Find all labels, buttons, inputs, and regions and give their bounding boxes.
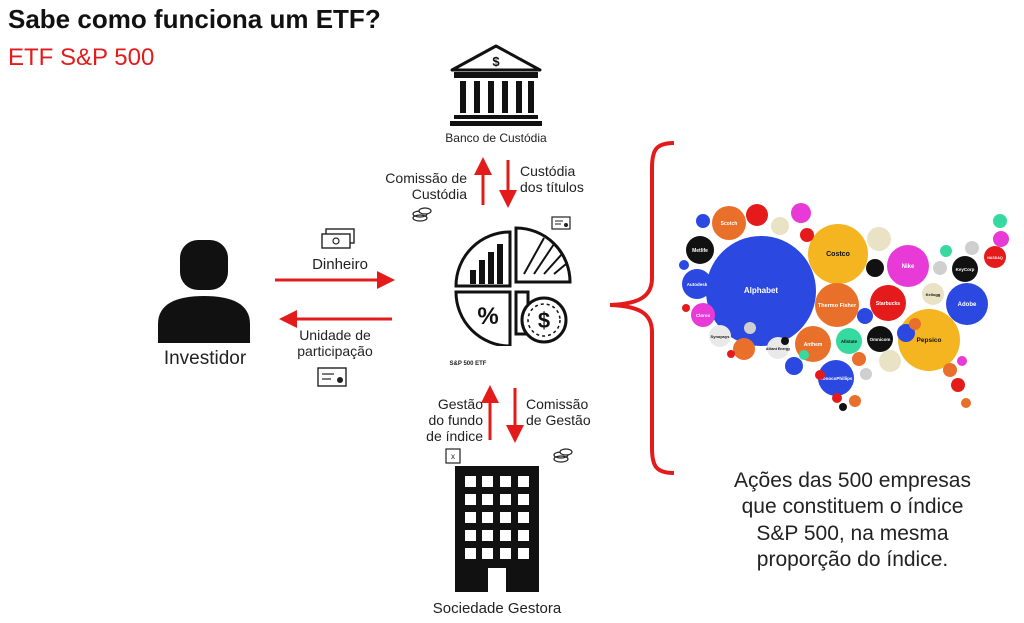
bubble-label: Clorox [696, 313, 711, 318]
page-subtitle: ETF S&P 500 [8, 44, 155, 71]
bank-icon: $ [450, 44, 542, 126]
bubble-label: Alliant Energy [766, 347, 790, 351]
svg-text:%: % [477, 303, 498, 330]
etf-label: S&P 500 ETF [449, 361, 487, 367]
bubble-label: Autodesk [687, 282, 708, 287]
bubble-label: Costco [826, 251, 850, 258]
bubble-label: Pepsico [917, 337, 942, 344]
money-label: Dinheiro [312, 256, 368, 273]
bubble-label: Omnicom [870, 337, 891, 342]
manager-label: Sociedade Gestora [432, 600, 562, 617]
bubbles-unnamed [679, 203, 1009, 411]
bubble-label: Adobe [958, 302, 977, 308]
bubble-label: Anthem [804, 342, 823, 348]
money-icon [321, 228, 355, 249]
bubble-label: Synopsys [711, 334, 731, 339]
bubble-label: Allstate [841, 339, 858, 344]
bubble-label: Alphabet [744, 286, 779, 295]
bubble-label: Nike [902, 264, 915, 270]
coins-icon [412, 207, 432, 222]
certificate-icon [551, 216, 571, 230]
bubble-label: KeyCorp [956, 267, 975, 272]
bubble-label: Metlife [692, 248, 708, 254]
bubble-label: Scotch [721, 221, 738, 227]
bubble-label: Thermo Fisher [818, 303, 857, 309]
svg-text:$: $ [492, 54, 500, 69]
company-bubble-cluster: Alphabet Costco Scotch Metlife Autodesk … [679, 203, 1009, 411]
investor-icon [158, 240, 250, 343]
etf-chart-icon: % $ [454, 226, 572, 346]
bubble-label: Kellogg [926, 292, 941, 297]
svg-text:$: $ [538, 308, 550, 333]
bubbles-named: Alphabet Costco Scotch Metlife Autodesk … [682, 206, 1006, 396]
bank-label: Banco de Custódia [445, 131, 547, 145]
svg-text:x: x [451, 452, 455, 461]
coins-icon [553, 448, 573, 463]
investor-label: Investidor [163, 348, 247, 369]
bubble-label: NASDAQ [987, 256, 1003, 260]
curly-bracket [609, 141, 675, 475]
bubble-label: Starbucks [876, 301, 900, 307]
page-title: Sabe como funciona um ETF? [8, 4, 381, 34]
strategy-icon: x [445, 448, 461, 464]
bubble-caption: Ações das 500 empresas que constituem o … [734, 469, 971, 571]
building-icon [455, 466, 539, 592]
bubble-label: ConocoPhillips [820, 376, 853, 381]
certificate-icon [317, 367, 347, 387]
